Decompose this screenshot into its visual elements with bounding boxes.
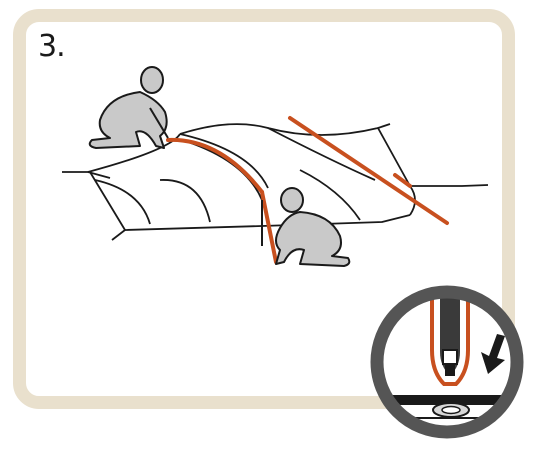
ground-sheet bbox=[371, 395, 523, 405]
rear-pole bbox=[288, 116, 449, 225]
arrow-down-icon bbox=[481, 334, 505, 374]
person-kneeling-icon bbox=[88, 66, 169, 149]
front-pole-leg bbox=[260, 190, 278, 264]
front-pole bbox=[166, 137, 264, 194]
detail-inset bbox=[370, 285, 524, 439]
person-kneeling-icon bbox=[275, 187, 351, 267]
tent-body bbox=[62, 123, 489, 241]
rear-pole-tip bbox=[393, 173, 412, 188]
step-number: 3. bbox=[38, 29, 66, 64]
tent-poles bbox=[166, 116, 449, 264]
